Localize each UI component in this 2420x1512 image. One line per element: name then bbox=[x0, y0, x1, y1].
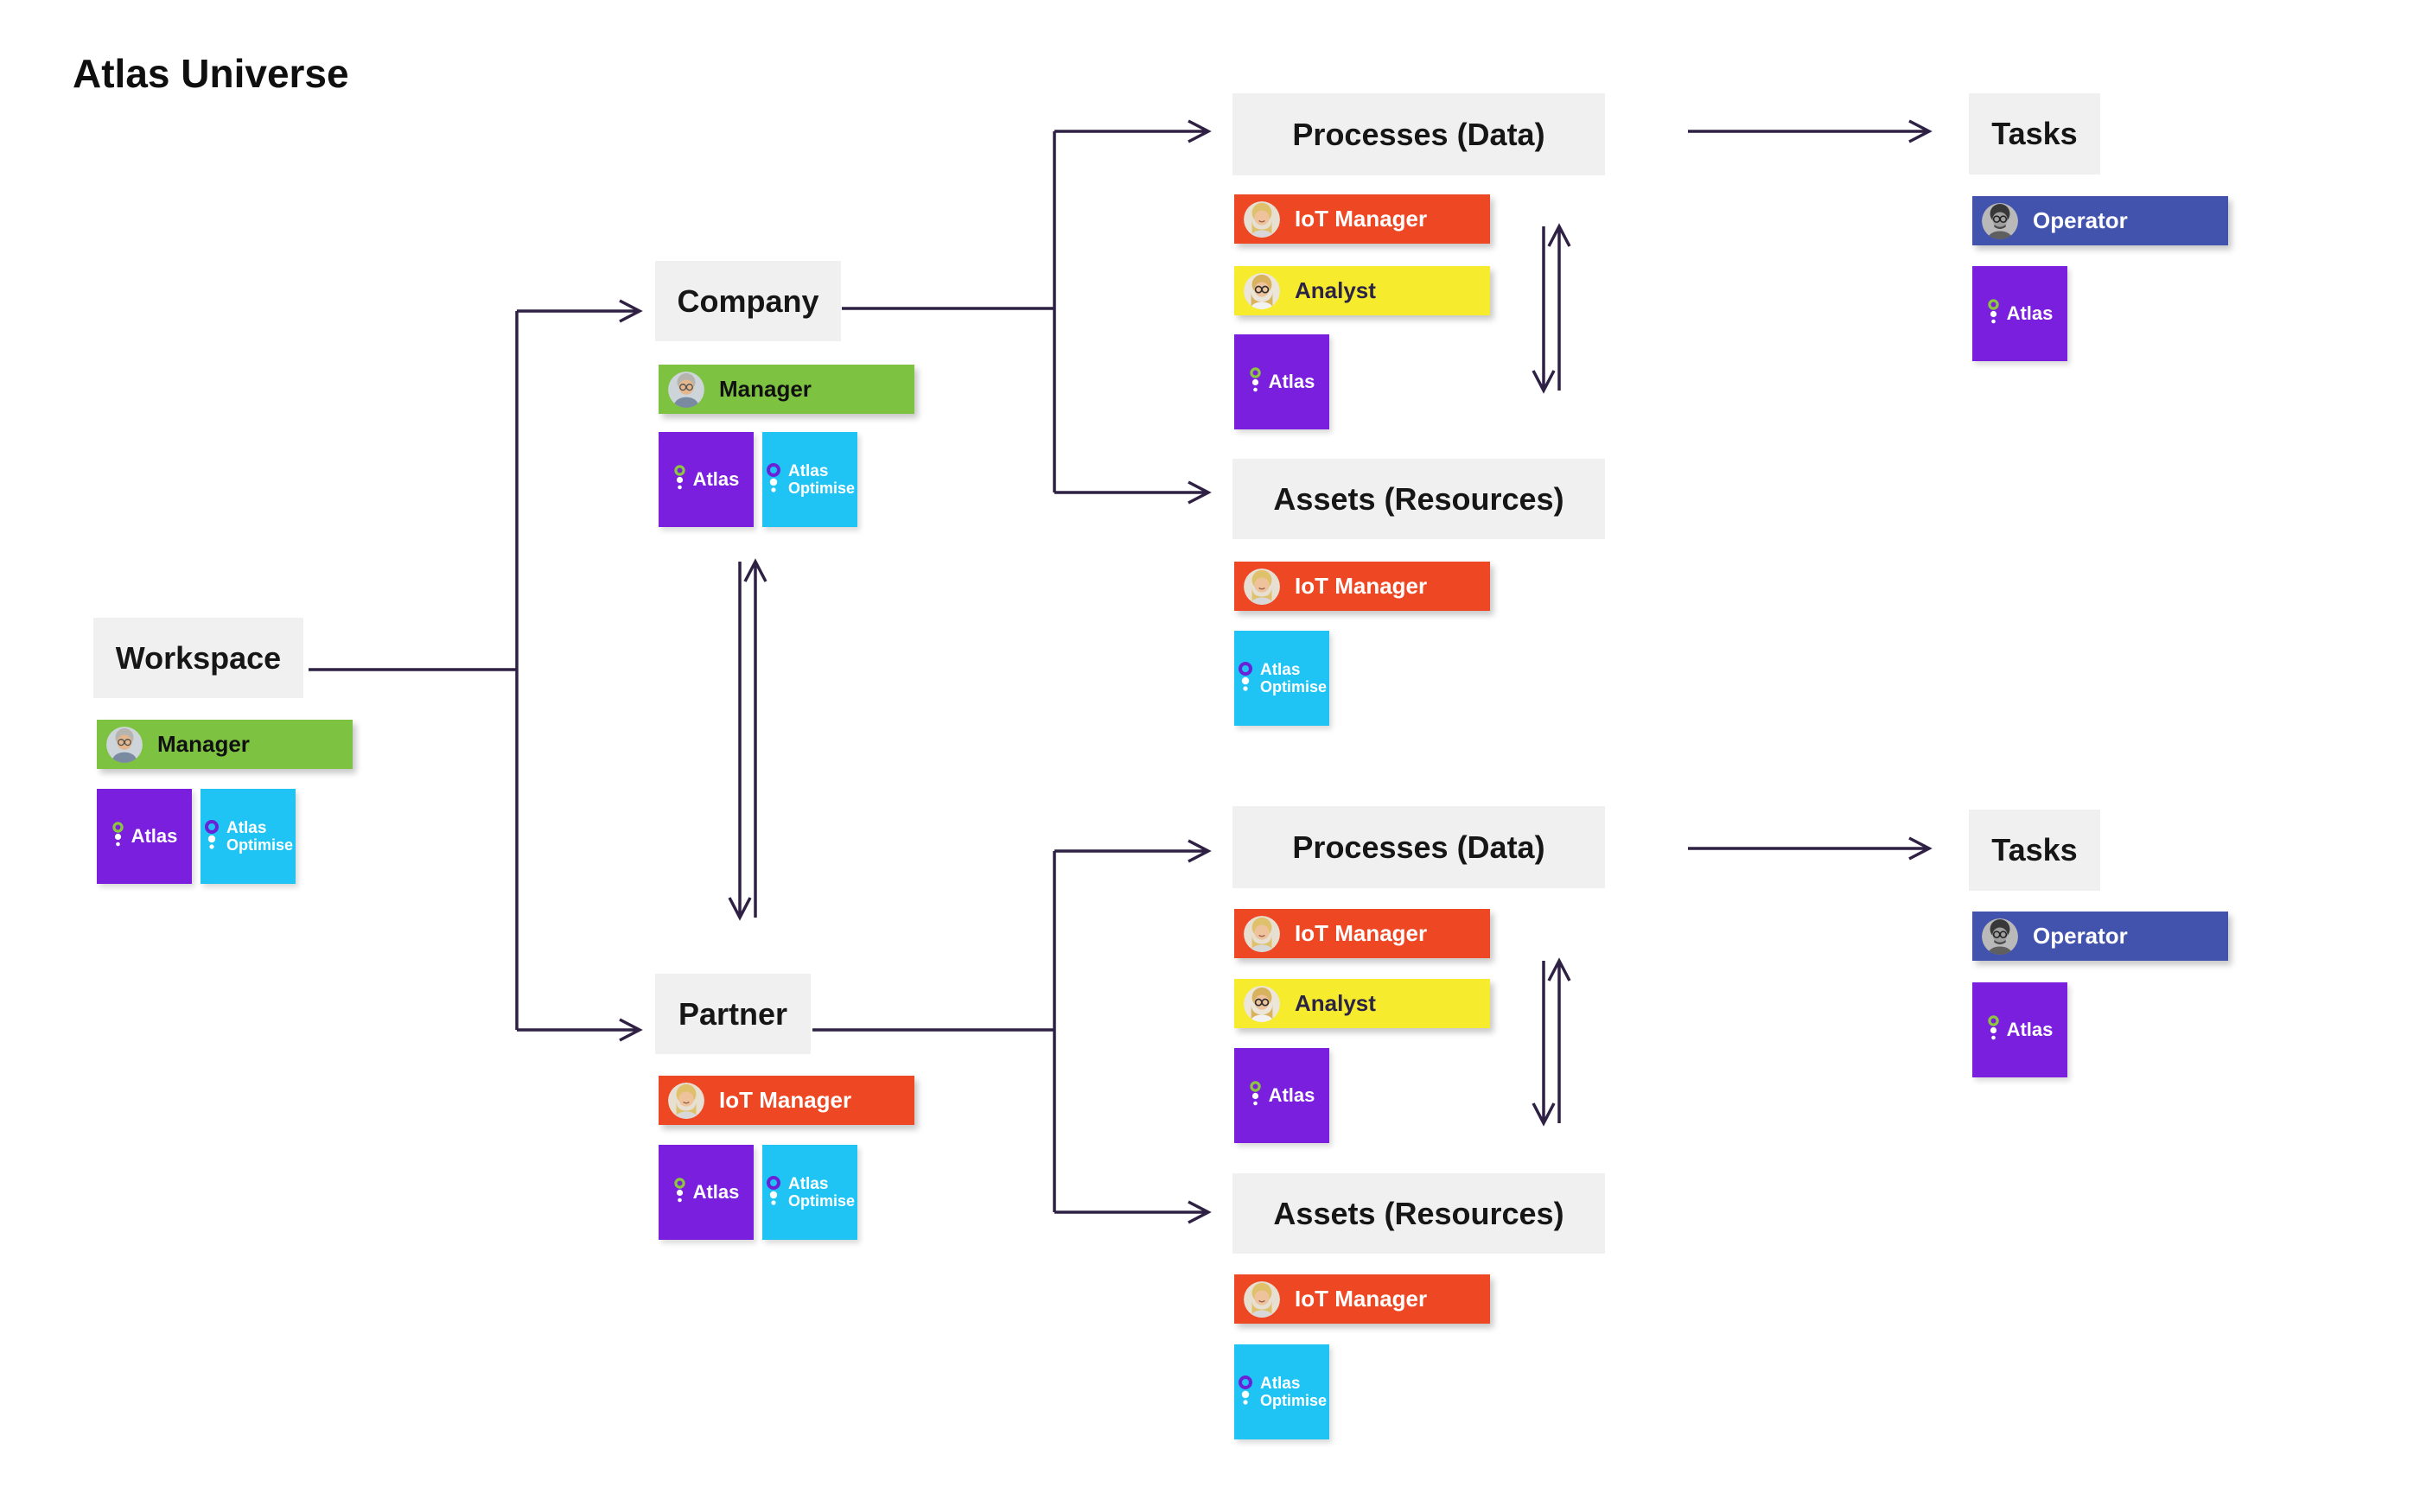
edge-partner-company-up bbox=[743, 558, 767, 918]
role-badge-operator-tasks-bottom: Operator bbox=[1972, 912, 2228, 961]
role-badge-iot-manager-processes-bottom: IoT Manager bbox=[1234, 909, 1490, 958]
role-badge-iot-manager-partner: IoT Manager bbox=[659, 1076, 914, 1125]
node-header-workspace: Workspace bbox=[93, 618, 303, 698]
atlas-optimise-logo-icon bbox=[765, 463, 786, 496]
iot-manager-avatar-icon bbox=[1244, 1281, 1280, 1318]
edge-arrow-to-processes-top bbox=[1054, 119, 1212, 143]
app-tile-atlas-tasks-top: Atlas bbox=[1972, 266, 2067, 361]
node-header-assets-top: Assets (Resources) bbox=[1232, 459, 1605, 539]
role-badge-analyst-processes-bottom: Analyst bbox=[1234, 979, 1490, 1028]
atlas-logo-icon bbox=[673, 465, 691, 494]
edge-arrow-to-partner bbox=[517, 1018, 643, 1042]
atlas-optimise-logo-icon bbox=[1237, 662, 1258, 695]
atlas-logo-icon bbox=[673, 1178, 691, 1207]
node-header-tasks-bottom: Tasks bbox=[1969, 810, 2100, 891]
manager-avatar-icon bbox=[106, 727, 143, 763]
edge-processes-assets-top-down bbox=[1532, 226, 1556, 394]
atlas-logo-icon bbox=[1987, 299, 2004, 328]
node-header-company: Company bbox=[655, 261, 841, 341]
edge-assets-processes-top-up bbox=[1547, 223, 1571, 391]
atlas-logo-icon bbox=[111, 822, 129, 851]
node-header-partner: Partner bbox=[655, 974, 811, 1054]
edge-processes-assets-bottom-down bbox=[1532, 961, 1556, 1127]
role-badge-manager-workspace: Manager bbox=[97, 720, 353, 769]
iot-manager-avatar-icon bbox=[1244, 201, 1280, 238]
analyst-avatar-icon bbox=[1244, 273, 1280, 309]
edge-company-partner-down bbox=[728, 562, 752, 921]
iot-manager-avatar-icon bbox=[1244, 569, 1280, 605]
atlas-logo-icon bbox=[1249, 1081, 1266, 1110]
role-badge-operator-tasks-top: Operator bbox=[1972, 196, 2228, 245]
role-badge-iot-manager-processes-top: IoT Manager bbox=[1234, 194, 1490, 244]
edge-arrow-to-company bbox=[517, 299, 643, 323]
node-header-processes-bottom: Processes (Data) bbox=[1232, 806, 1605, 888]
analyst-avatar-icon bbox=[1244, 986, 1280, 1022]
role-badge-iot-manager-assets-top: IoT Manager bbox=[1234, 562, 1490, 611]
atlas-optimise-logo-icon bbox=[1237, 1375, 1258, 1408]
app-tile-atlas-company: Atlas bbox=[659, 432, 754, 527]
app-tile-atlas-workspace: Atlas bbox=[97, 789, 192, 884]
role-badge-manager-company: Manager bbox=[659, 365, 914, 414]
app-tile-atlas-processes-bottom: Atlas bbox=[1234, 1048, 1329, 1143]
role-badge-iot-manager-assets-bottom: IoT Manager bbox=[1234, 1274, 1490, 1324]
app-tile-atlas-tasks-bottom: Atlas bbox=[1972, 982, 2067, 1077]
edge-assets-processes-bottom-up bbox=[1547, 957, 1571, 1123]
iot-manager-avatar-icon bbox=[1244, 916, 1280, 952]
app-tile-atlas-processes-top: Atlas bbox=[1234, 334, 1329, 429]
diagram-title: Atlas Universe bbox=[73, 51, 349, 96]
atlas-optimise-logo-icon bbox=[765, 1176, 786, 1209]
edge-arrow-to-assets-bottom bbox=[1054, 1200, 1212, 1224]
node-header-assets-bottom: Assets (Resources) bbox=[1232, 1173, 1605, 1254]
operator-avatar-icon bbox=[1982, 918, 2018, 955]
iot-manager-avatar-icon bbox=[668, 1083, 704, 1119]
manager-avatar-icon bbox=[668, 372, 704, 408]
edge-arrow-processes-tasks-top bbox=[1688, 119, 1933, 143]
atlas-optimise-logo-icon bbox=[203, 820, 224, 853]
edge-arrow-to-assets-top bbox=[1054, 480, 1212, 505]
atlas-logo-icon bbox=[1249, 367, 1266, 397]
edge-arrow-to-processes-bottom bbox=[1054, 839, 1212, 863]
edge-arrow-processes-tasks-bottom bbox=[1688, 836, 1933, 861]
node-header-processes-top: Processes (Data) bbox=[1232, 93, 1605, 175]
atlas-logo-icon bbox=[1987, 1015, 2004, 1045]
operator-avatar-icon bbox=[1982, 203, 2018, 239]
app-tile-atlas-partner: Atlas bbox=[659, 1145, 754, 1240]
role-badge-analyst-processes-top: Analyst bbox=[1234, 266, 1490, 315]
node-header-tasks-top: Tasks bbox=[1969, 93, 2100, 175]
